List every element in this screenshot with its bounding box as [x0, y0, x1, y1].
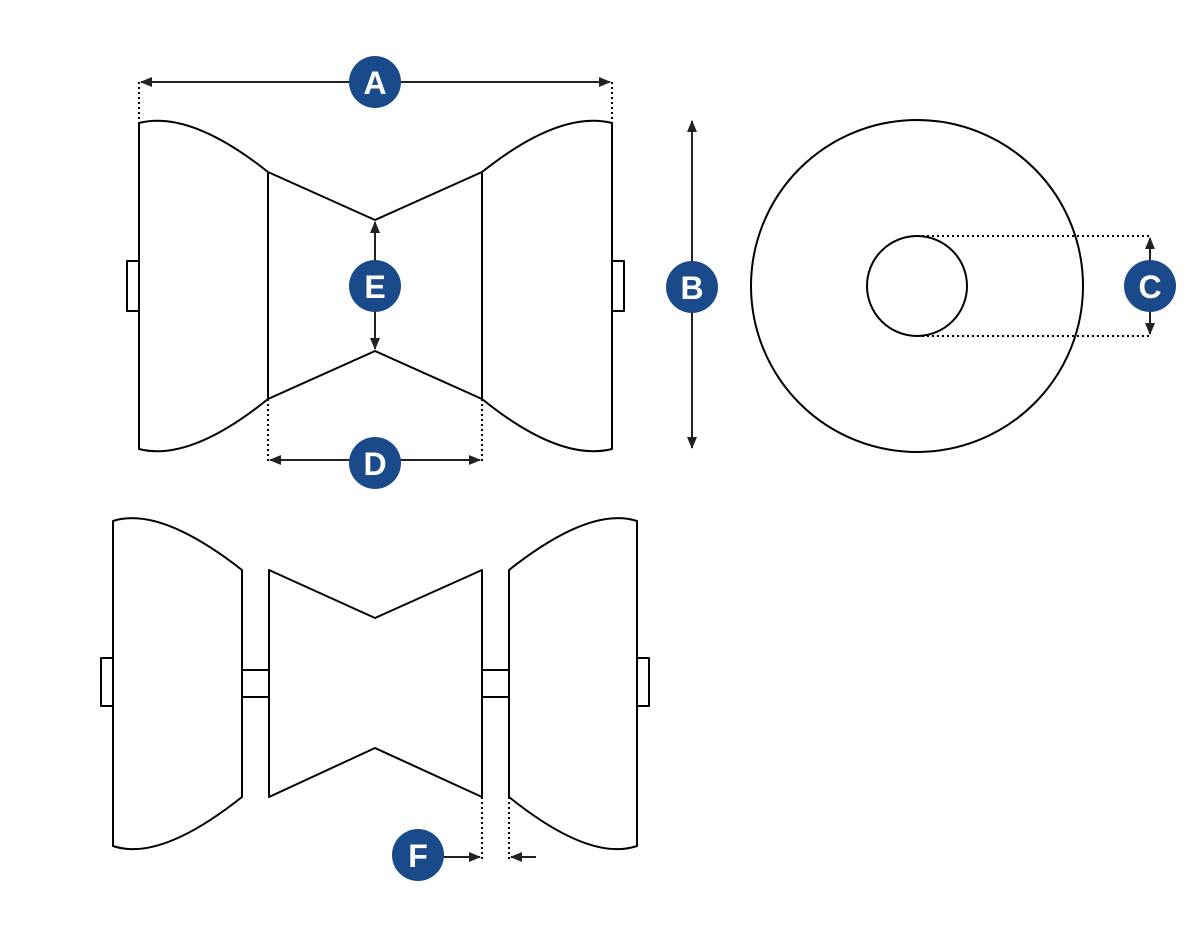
badge-b-label: B: [680, 270, 703, 306]
badge-a: [349, 56, 401, 108]
badge-f: [392, 829, 444, 881]
badge-d-label: D: [363, 446, 386, 482]
left-end-section: [112, 517, 243, 851]
roller-end-view: [750, 119, 1152, 453]
badge-f-label: F: [408, 838, 428, 874]
assembled-roller-side-view: [126, 82, 625, 462]
outer-diameter-circle: [750, 119, 1084, 453]
badge-a-label: A: [363, 65, 386, 101]
dimension-e: E: [349, 221, 401, 350]
badge-d: [349, 437, 401, 489]
bore-circle: [866, 235, 968, 337]
dimension-b: B: [666, 120, 718, 449]
badge-b: [666, 261, 718, 313]
exploded-roller-view: [100, 517, 650, 860]
badge-c-label: C: [1138, 269, 1161, 305]
left-spacer: [241, 669, 270, 698]
dimension-f: F: [392, 829, 536, 881]
badge-c: [1124, 260, 1176, 312]
exploded-left-axle-stub: [100, 657, 114, 707]
exploded-right-axle-stub: [636, 657, 650, 707]
badge-e: [349, 260, 401, 312]
right-end-section: [508, 517, 638, 851]
left-axle-stub: [126, 260, 140, 312]
right-axle-stub: [611, 260, 625, 312]
center-section: [268, 569, 483, 798]
right-spacer: [481, 669, 510, 698]
dimension-d: D: [269, 437, 481, 489]
dimension-c: C: [1124, 237, 1176, 335]
dimension-a: A: [140, 56, 611, 108]
badge-e-label: E: [364, 269, 385, 305]
